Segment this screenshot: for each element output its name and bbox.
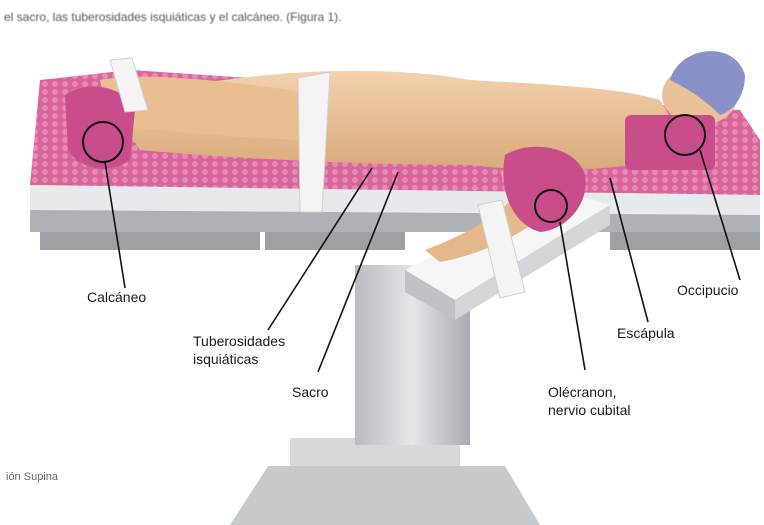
- label-occipucio: Occipucio: [677, 281, 738, 299]
- label-tuberosidades: Tuberosidades isquiáticas: [193, 332, 285, 368]
- table-base: [230, 438, 540, 525]
- label-sacro: Sacro: [292, 383, 329, 401]
- label-olecranon: Olécranon, nervio cubital: [548, 383, 631, 419]
- label-tuberosidades-line1: Tuberosidades: [193, 332, 285, 350]
- label-sacro-text: Sacro: [292, 383, 329, 401]
- label-olecranon-line1: Olécranon,: [548, 383, 631, 401]
- label-escapula: Escápula: [617, 324, 675, 342]
- label-tuberosidades-line2: isquiáticas: [193, 350, 285, 368]
- label-escapula-text: Escápula: [617, 324, 675, 342]
- label-calcaneo: Calcáneo: [87, 288, 146, 306]
- bottom-caption-text: ión Supina: [6, 471, 58, 483]
- label-occipucio-text: Occipucio: [677, 281, 738, 299]
- label-calcaneo-text: Calcáneo: [87, 288, 146, 306]
- operating-table: [30, 185, 760, 250]
- label-olecranon-line2: nervio cubital: [548, 401, 631, 419]
